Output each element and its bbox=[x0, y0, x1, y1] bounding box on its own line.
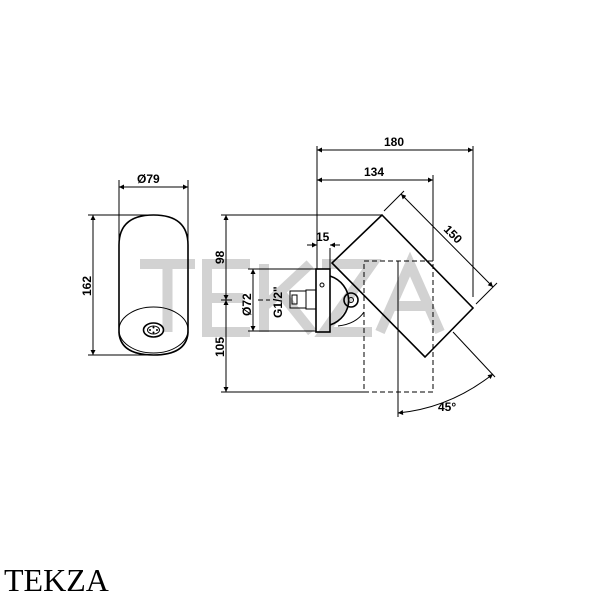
plate-thickness-label: 15 bbox=[316, 230, 330, 244]
front-view: 98 105 Ø72 G1/2" 180 134 15 150 bbox=[213, 135, 498, 417]
wall-plate bbox=[315, 268, 331, 333]
total-width-label: 180 bbox=[384, 135, 404, 149]
lower-height-label: 105 bbox=[213, 337, 227, 357]
plate-diameter-label: Ø72 bbox=[240, 293, 254, 316]
width-label: 134 bbox=[364, 165, 384, 179]
brand-logo: TEKZA bbox=[4, 562, 109, 598]
length-label: 150 bbox=[441, 222, 465, 246]
upper-height-label: 98 bbox=[213, 250, 227, 264]
diameter-label: Ø79 bbox=[137, 172, 160, 186]
side-view: Ø79 162 bbox=[80, 172, 189, 356]
thread-label: G1/2" bbox=[271, 286, 285, 318]
cylinder-end-face bbox=[118, 306, 189, 354]
spray-nozzle-icon bbox=[142, 322, 165, 338]
cylinder-body bbox=[118, 214, 189, 333]
angle-label: 45° bbox=[438, 400, 456, 414]
height-label: 162 bbox=[80, 276, 94, 296]
fitting-nut bbox=[305, 289, 317, 310]
